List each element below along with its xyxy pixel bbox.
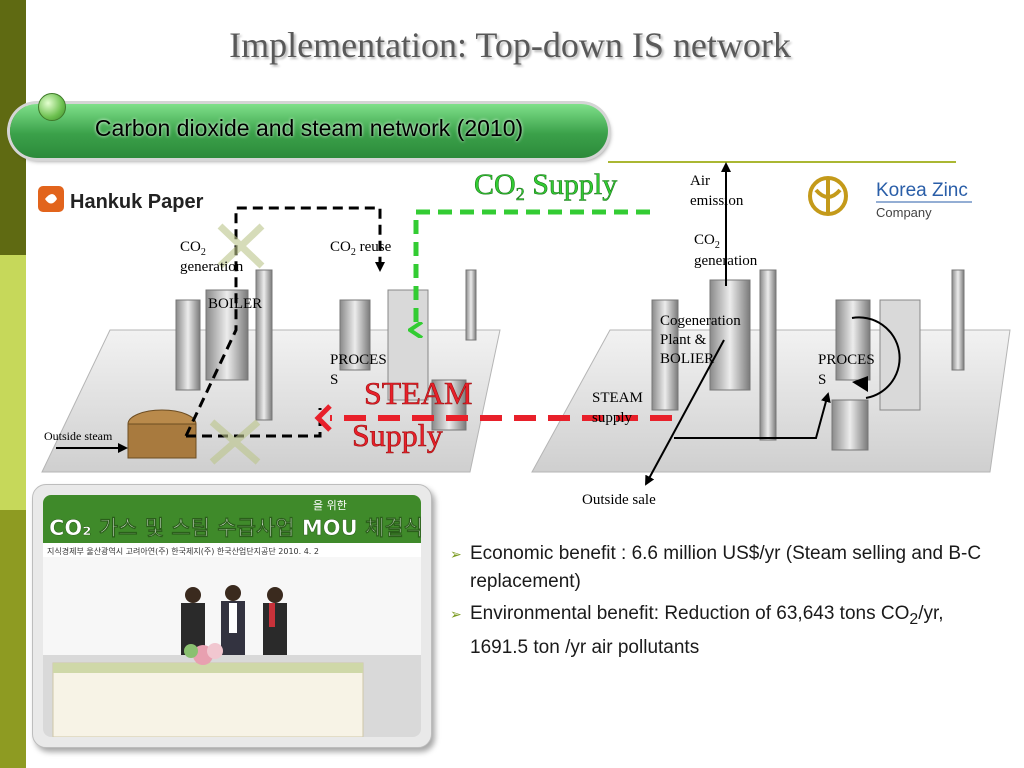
slide-title: Implementation: Top-down IS network (229, 25, 791, 65)
right-plant-column-a (651, 299, 679, 411)
right-steam-to-process-arrow (674, 392, 831, 439)
right-co2-generation-label: CO2 (694, 232, 720, 251)
bullet-arrow-icon: ➢ (450, 546, 462, 562)
benefit-economic-text: Economic benefit : 6.6 million US$/yr (S… (470, 543, 982, 592)
left-loop-path (184, 206, 385, 437)
co2-supply-label: CO2 Supply (474, 168, 617, 204)
mou-people (181, 585, 287, 657)
right-plant-vessel (831, 399, 869, 451)
sidebar-decoration (0, 0, 26, 768)
steam-supply-arrowhead (314, 404, 332, 432)
left-plant-illustration (41, 269, 501, 473)
mou-photo-frame: 을 위한 CO₂ 가스 및 스팀 수급사업 MOU 체결식 지식경제부 울산광역… (32, 484, 432, 748)
left-plant-boiler (205, 289, 249, 381)
korea-zinc-name: Korea Zinc (876, 180, 968, 201)
benefit-economic: ➢ Economic benefit : 6.6 million US$/yr (… (450, 540, 990, 596)
right-plant-process-unit (835, 299, 871, 381)
mou-table (52, 662, 364, 737)
mou-banner-sponsor-strip (43, 543, 421, 557)
left-plant-rack (387, 289, 429, 401)
mou-sponsors-text: 지식경제부 울산광역시 고려아연(주) 한국제지(주) 한국산업단지공단 201… (47, 546, 319, 556)
section-banner: Carbon dioxide and steam network (2010) (10, 104, 608, 158)
right-plant-stack (759, 269, 777, 441)
hankuk-paper-logo-swirl (45, 194, 57, 204)
left-boiler-label: BOILER (208, 296, 262, 312)
section-banner-text: Carbon dioxide and steam network (2010) (94, 115, 524, 141)
cogeneration-label-line3: BOLIER (660, 351, 714, 367)
benefit-environmental: ➢ Environmental benefit: Reduction of 63,… (450, 600, 990, 662)
right-process-label-line2: S (818, 372, 826, 388)
left-plant-pipe (465, 269, 477, 341)
hankuk-paper-name: Hankuk Paper (70, 191, 204, 213)
bullet-arrow-icon: ➢ (450, 606, 462, 622)
sidebar-block-bottom (0, 510, 26, 768)
benefit-environmental-text: Environmental benefit: Reduction of 63,6… (470, 603, 910, 624)
left-plant-column-a (175, 299, 201, 391)
left-cross-icon-top (217, 223, 265, 269)
left-plant-process-unit (339, 299, 371, 371)
left-plant-vessel (431, 379, 467, 431)
cogeneration-label: Cogeneration (660, 313, 741, 329)
left-plant-stack (255, 269, 273, 421)
outside-steam-label: Outside steam (44, 429, 113, 443)
banner-orb-icon (38, 93, 66, 121)
right-plant-pipe (951, 269, 965, 371)
mou-photo-illustration: 을 위한 CO₂ 가스 및 스팀 수급사업 MOU 체결식 지식경제부 울산광역… (43, 495, 421, 737)
air-emission-label-line2: emission (690, 193, 744, 209)
benefit-environmental-text-end: /yr, 1691.5 ton /yr air pollutants (470, 603, 944, 658)
right-plant-cogeneration (709, 279, 751, 391)
divider-line (608, 161, 956, 163)
outside-sale-arrow (645, 339, 725, 486)
left-plant-tank (127, 423, 197, 459)
mou-photo: 을 위한 CO₂ 가스 및 스팀 수급사업 MOU 체결식 지식경제부 울산광역… (43, 495, 421, 737)
hankuk-paper-logo: Hankuk Paper (38, 186, 204, 213)
mou-banner-top-text: 을 위한 (313, 499, 347, 512)
air-emission-label: Air (690, 173, 710, 189)
korea-zinc-logo: Korea Zinc Company (808, 176, 972, 220)
sidebar-block-middle (0, 255, 26, 510)
left-cross-icon-bottom (209, 419, 261, 465)
korea-zinc-logo-mark (814, 180, 842, 214)
left-co2-generation-label: CO2 (180, 239, 206, 258)
right-process-label: PROCES (818, 352, 875, 368)
co2-supply-arrow (416, 209, 650, 330)
benefits-list: ➢ Economic benefit : 6.6 million US$/yr (… (450, 540, 990, 666)
steam-supply-label-line2: Supply (352, 417, 443, 453)
right-co2-generation-label-line2: generation (694, 253, 758, 269)
mou-banner-text: CO₂ 가스 및 스팀 수급사업 MOU 체결식 (49, 516, 421, 540)
right-steam-label-line2: supply (592, 410, 633, 426)
left-process-label: PROCES (330, 352, 387, 368)
right-process-loop-arrow (851, 316, 901, 399)
steam-supply-label: STEAM (364, 375, 472, 411)
right-steam-label: STEAM (592, 390, 643, 406)
left-co2-reuse-label: CO2 reuse (330, 239, 392, 258)
korea-zinc-company: Company (876, 205, 932, 220)
benefit-environmental-subscript: 2 (909, 610, 919, 628)
left-co2-generation-label-line2: generation (180, 259, 244, 275)
cogeneration-label-line2: Plant & (660, 332, 707, 348)
right-plant-illustration (531, 269, 1011, 473)
left-process-label-line2: S (330, 372, 338, 388)
outside-sale-label: Outside sale (582, 492, 656, 508)
right-process-loop-arrowhead (852, 376, 868, 392)
